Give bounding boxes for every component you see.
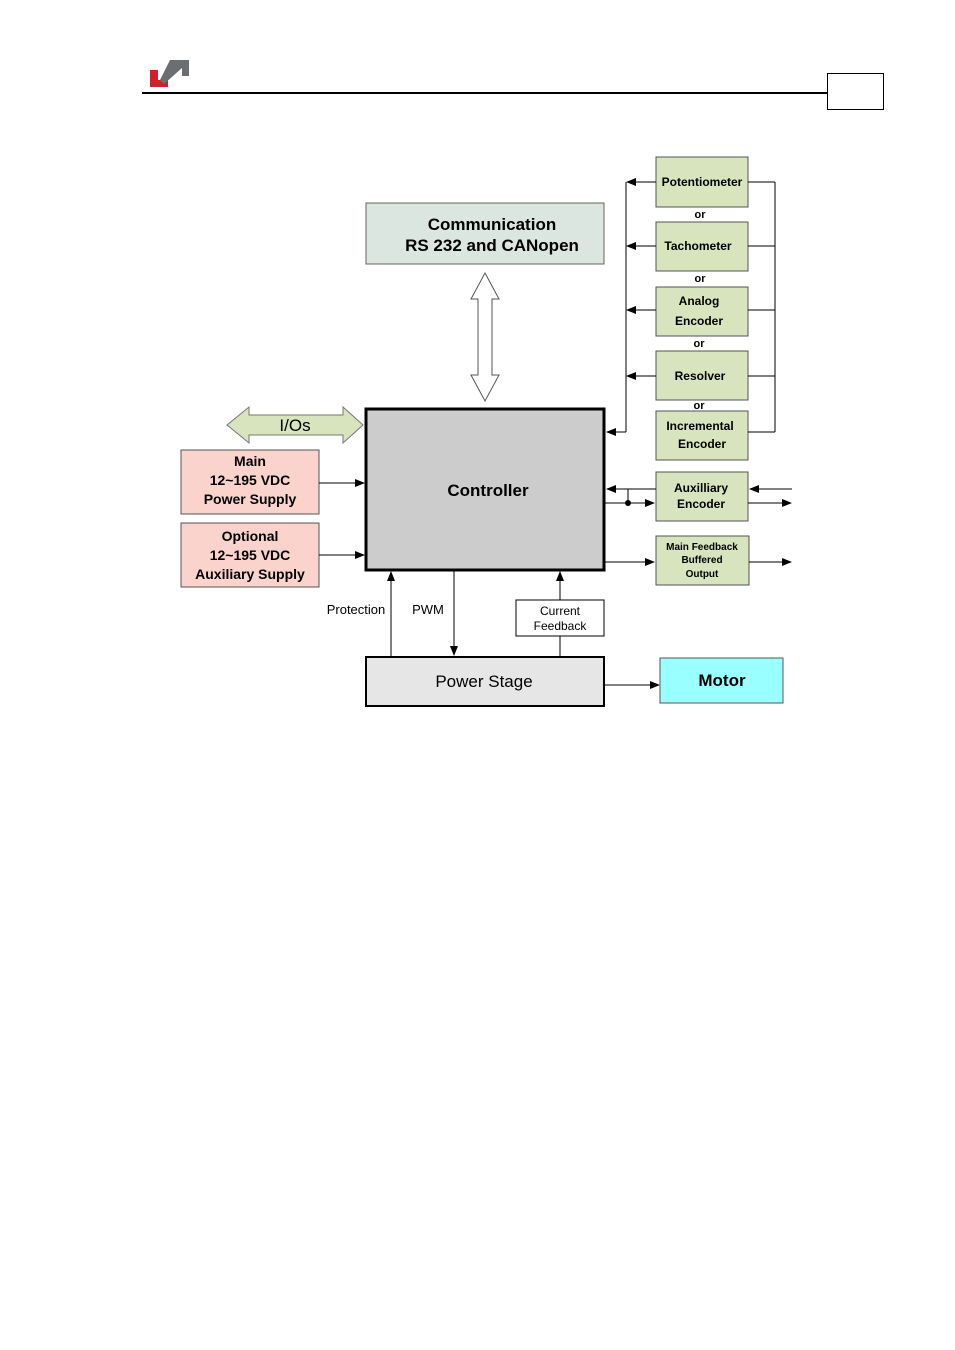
ios-label: I/Os <box>279 416 310 435</box>
current-feedback-box: Current Feedback <box>516 600 604 636</box>
or-label-1: or <box>695 209 707 221</box>
motor-block: Motor <box>660 658 783 703</box>
communication-label-line1: Communication <box>428 215 556 234</box>
main-supply-line2: 12~195 VDC <box>210 472 291 488</box>
potentiometer-label: Potentiometer <box>662 175 743 189</box>
power-stage-block: Power Stage <box>366 657 604 706</box>
communication-block: Communication RS 232 and CANopen <box>366 203 604 264</box>
pwm-label: PWM <box>412 602 444 617</box>
main-feedback-output-block: Main Feedback Buffered Output <box>656 536 749 585</box>
analog-encoder-line1: Analog <box>679 294 720 308</box>
main-feedback-line3: Output <box>686 569 719 580</box>
auxiliary-encoder-line2: Encoder <box>677 497 725 511</box>
tachometer-label: Tachometer <box>664 239 731 253</box>
auxiliary-encoder-block: Auxilliary Encoder <box>656 472 748 521</box>
incremental-encoder-line1: Incremental <box>666 419 733 433</box>
or-label-4: or <box>694 400 706 412</box>
communication-label-line2: RS 232 and CANopen <box>405 236 579 255</box>
aux-supply-line2: 12~195 VDC <box>210 547 291 563</box>
analog-encoder-block: Analog Encoder <box>656 287 748 336</box>
ios-arrow: I/Os <box>227 407 363 443</box>
incremental-encoder-block: Incremental Encoder <box>656 411 748 460</box>
auxiliary-supply-block: Optional 12~195 VDC Auxiliary Supply <box>181 523 319 587</box>
potentiometer-block: Potentiometer <box>656 157 748 207</box>
main-supply-line3: Power Supply <box>204 491 297 507</box>
motor-label: Motor <box>698 671 746 690</box>
tachometer-block: Tachometer <box>656 222 748 271</box>
power-stage-label: Power Stage <box>435 672 532 691</box>
analog-encoder-line2: Encoder <box>675 314 723 328</box>
main-supply-line1: Main <box>234 453 266 469</box>
controller-label: Controller <box>447 481 529 500</box>
or-label-2: or <box>695 273 707 285</box>
main-power-supply-block: Main 12~195 VDC Power Supply <box>181 450 319 514</box>
aux-supply-line1: Optional <box>222 528 279 544</box>
aux-encoder-junction-dot <box>625 500 631 506</box>
main-feedback-line2: Buffered <box>681 555 722 566</box>
protection-label: Protection <box>327 602 386 617</box>
communication-bus-arrow <box>471 273 499 401</box>
aux-supply-line3: Auxiliary Supply <box>195 566 305 582</box>
main-feedback-line1: Main Feedback <box>666 542 738 553</box>
resolver-block: Resolver <box>656 351 748 400</box>
incremental-encoder-line2: Encoder <box>678 437 726 451</box>
auxiliary-encoder-line1: Auxilliary <box>674 481 728 495</box>
current-feedback-line2: Feedback <box>534 619 588 633</box>
resolver-label: Resolver <box>675 369 726 383</box>
controller-block: Controller <box>366 409 604 570</box>
or-label-3: or <box>694 338 706 350</box>
current-feedback-line1: Current <box>540 604 581 618</box>
